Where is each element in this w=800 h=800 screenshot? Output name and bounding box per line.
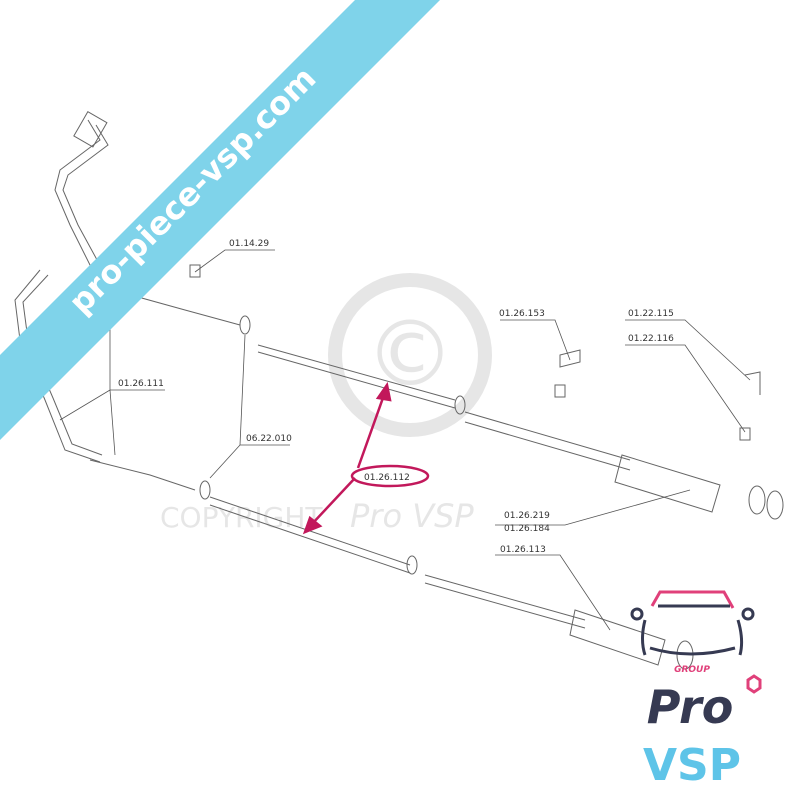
hex-nut-icon <box>746 674 762 694</box>
lower-exhaust-assembly <box>14 269 694 670</box>
highlight-arrows <box>302 381 430 535</box>
label-01-26-184: 01.26.184 <box>504 524 550 534</box>
label-06-22-010: 06.22.010 <box>246 434 292 444</box>
car-outline-icon <box>630 590 755 656</box>
part-labels: 01.14.29 01.26.111 06.22.010 01.26.112 0… <box>118 239 674 555</box>
label-01-26-113: 01.26.113 <box>500 545 546 555</box>
label-01-14-29: 01.14.29 <box>229 239 269 249</box>
pro-vsp-logo: GROUP Pro VSP <box>630 590 762 791</box>
leader-lines <box>59 249 751 631</box>
copyright-symbol: © <box>365 302 455 407</box>
logo-group: GROUP <box>674 665 710 675</box>
logo-vsp: VSP <box>643 740 741 791</box>
copyright-text: COPYRIGHT <box>160 501 323 534</box>
label-01-26-219: 01.26.219 <box>504 511 550 521</box>
label-01-22-115: 01.22.115 <box>628 309 674 319</box>
label-01-22-116: 01.22.116 <box>628 334 674 344</box>
copyright-brand: Pro VSP <box>350 497 474 535</box>
logo-pro: Pro <box>647 680 734 734</box>
banner-text: pro-piece-vsp.com <box>61 59 323 321</box>
label-01-26-153: 01.26.153 <box>499 309 545 319</box>
label-01-26-112: 01.26.112 <box>364 473 410 483</box>
copyright-watermark: © COPYRIGHT Pro VSP <box>160 273 492 535</box>
label-01-26-111: 01.26.111 <box>118 379 164 389</box>
